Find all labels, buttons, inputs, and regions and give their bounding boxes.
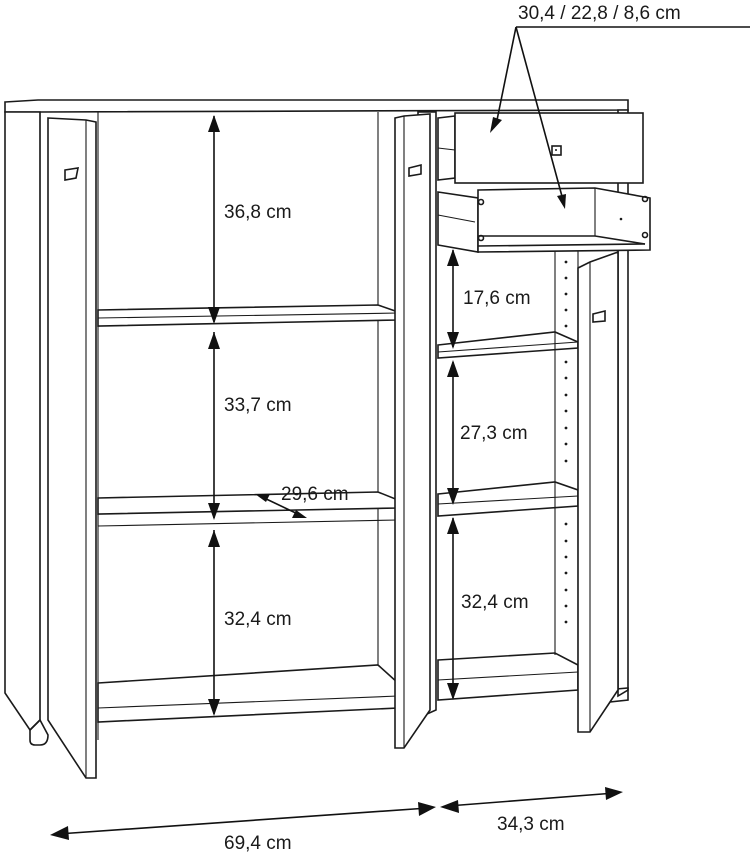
door-handle-icon (408, 163, 422, 177)
bottom-drawer (437, 187, 651, 253)
right-bottom-height-label: 32,4 cm (461, 592, 529, 613)
cabinet-body (4, 99, 629, 746)
left-vertical-dimensions (208, 115, 307, 716)
left-width-label: 69,4 cm (224, 833, 292, 854)
door-handle-icon (64, 167, 80, 181)
left-bottom-height-label: 32,4 cm (224, 609, 292, 630)
right-vertical-dimensions (447, 249, 459, 700)
left-top-height-label: 36,8 cm (224, 202, 292, 223)
shelf-depth-label: 29,6 cm (281, 484, 349, 505)
drawer-dimension-leader (490, 26, 750, 209)
left-door (47, 117, 97, 779)
right-middle-height-label: 27,3 cm (460, 423, 528, 444)
right-width-label: 34,3 cm (497, 814, 565, 835)
width-dimensions (50, 787, 623, 840)
center-door (394, 113, 431, 749)
right-shelves (437, 250, 579, 701)
top-drawer (437, 112, 644, 184)
left-middle-height-label: 33,7 cm (224, 395, 292, 416)
door-handle-icon (592, 309, 606, 323)
left-shelves (97, 304, 399, 723)
right-door (577, 250, 619, 733)
right-top-height-label: 17,6 cm (463, 288, 531, 309)
shelf-pin-holes (564, 260, 568, 624)
drawer-dimensions-label: 30,4 / 22,8 / 8,6 cm (518, 3, 681, 24)
